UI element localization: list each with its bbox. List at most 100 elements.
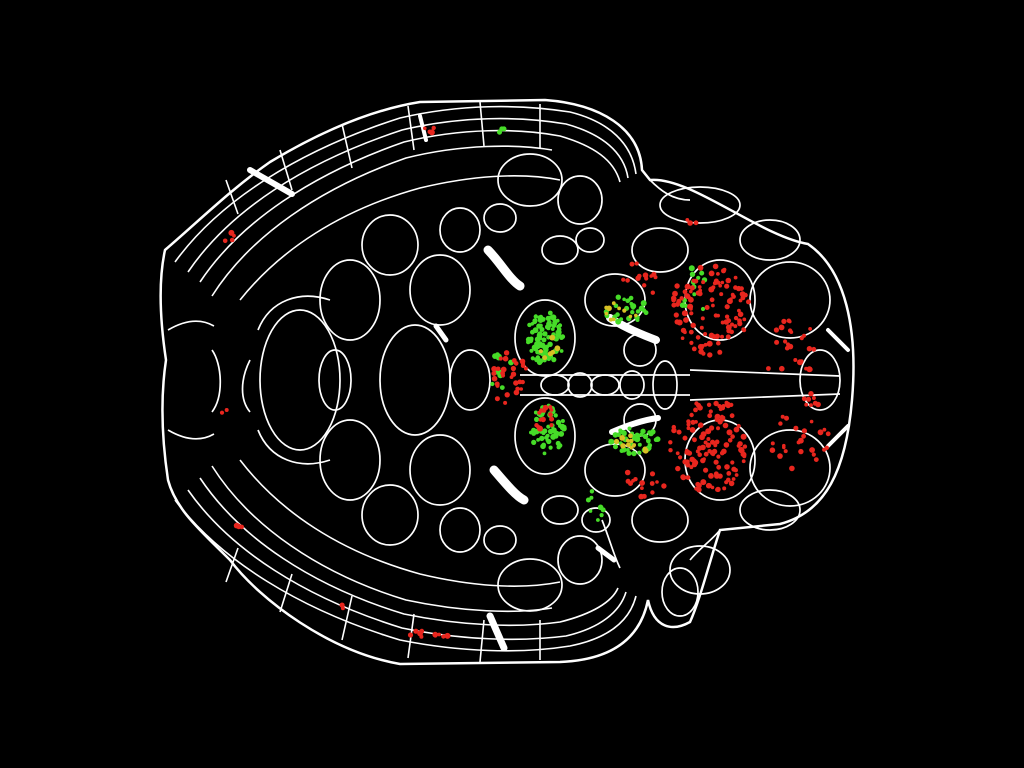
red-cell-dot xyxy=(710,439,716,445)
red-cell-dot xyxy=(786,318,791,323)
green-cell-dot xyxy=(642,433,649,440)
red-cell-dot xyxy=(700,316,705,321)
red-cell-dot xyxy=(779,365,785,372)
green-cell-dot xyxy=(532,327,539,334)
red-cell-dot xyxy=(741,459,746,464)
red-cell-dot xyxy=(710,485,715,490)
red-cell-dot xyxy=(709,297,715,303)
red-cell-dot xyxy=(668,448,673,453)
green-cell-dot xyxy=(555,329,562,336)
red-cell-dot xyxy=(746,299,751,305)
green-cell-dot xyxy=(645,438,651,443)
red-cell-dot xyxy=(686,419,691,424)
red-cell-dot xyxy=(766,366,771,371)
red-cell-dot xyxy=(726,328,732,334)
yellow-cell-dot xyxy=(634,313,638,318)
red-cell-dot xyxy=(737,308,741,313)
green-cell-dot xyxy=(599,513,604,518)
red-cell-dot xyxy=(737,318,742,324)
red-cell-dot xyxy=(675,451,680,456)
red-cell-dot xyxy=(733,275,738,280)
red-cell-dot xyxy=(510,365,516,372)
internal-regions xyxy=(211,153,841,617)
green-cell-dot xyxy=(605,314,609,319)
red-cell-dot xyxy=(705,442,712,448)
yellow-cell-dot xyxy=(606,305,612,312)
red-cell-dot xyxy=(825,431,831,437)
red-cell-dot xyxy=(413,628,419,634)
red-cell-dot xyxy=(689,289,693,294)
red-cell-dot xyxy=(716,454,721,459)
red-cell-dot xyxy=(730,434,735,439)
green-cell-dot xyxy=(541,337,547,343)
red-cell-dot xyxy=(716,272,720,276)
green-cell-dot xyxy=(551,357,557,363)
red-cell-dot xyxy=(695,335,701,340)
red-cell-dot xyxy=(793,358,798,362)
green-cell-dot xyxy=(615,318,622,325)
red-cell-dot xyxy=(491,366,497,372)
red-cell-dot xyxy=(783,339,788,344)
red-cell-dot xyxy=(722,486,727,491)
red-cell-dot xyxy=(642,272,649,279)
red-cell-dot xyxy=(419,628,425,634)
red-cell-dot xyxy=(649,481,655,486)
green-cell-dot xyxy=(534,416,540,422)
red-cell-dot xyxy=(706,340,713,347)
red-cell-dot xyxy=(730,460,735,465)
red-cell-dot xyxy=(714,473,720,479)
green-cell-dot xyxy=(621,430,627,436)
red-cell-dot xyxy=(698,288,703,293)
red-cell-dot xyxy=(699,325,704,330)
red-cell-dot xyxy=(638,493,644,500)
green-cell-dot xyxy=(627,426,632,431)
red-cell-dot xyxy=(682,435,688,441)
red-cell-dot xyxy=(513,380,519,386)
green-cell-dot xyxy=(551,314,557,320)
red-cell-dot xyxy=(693,407,698,413)
red-cell-dot xyxy=(717,349,723,355)
red-cell-dot xyxy=(703,467,709,473)
red-cell-dot xyxy=(714,280,720,285)
green-cell-dot xyxy=(637,450,642,455)
green-cell-dot xyxy=(543,350,548,356)
red-cell-dot xyxy=(668,440,673,445)
red-cell-dot xyxy=(407,632,414,638)
red-cell-dot xyxy=(687,303,694,310)
red-cell-dot xyxy=(724,314,730,319)
red-cell-dot xyxy=(504,392,510,398)
green-cell-dot xyxy=(561,424,567,430)
green-cell-dot xyxy=(631,306,635,310)
green-cell-dot xyxy=(537,336,543,341)
green-cell-dot xyxy=(679,302,686,309)
green-cell-dot xyxy=(630,310,635,315)
red-cell-dot xyxy=(696,482,702,489)
green-cell-dot xyxy=(553,413,558,418)
green-cell-dot xyxy=(492,353,498,359)
green-cell-dot xyxy=(560,419,565,423)
red-cell-dot xyxy=(742,317,747,322)
green-cell-dot xyxy=(531,344,538,351)
red-cell-dot xyxy=(711,303,715,308)
red-cell-dot xyxy=(704,305,710,310)
green-cell-dot xyxy=(529,336,534,341)
green-cell-dot xyxy=(647,443,653,448)
red-cell-dot xyxy=(713,459,719,465)
green-cell-dot xyxy=(536,438,540,442)
red-cell-dot xyxy=(689,412,694,418)
red-cell-dot xyxy=(728,480,735,487)
green-cell-dot xyxy=(556,419,562,425)
red-cell-dot xyxy=(672,290,678,297)
green-cell-dot xyxy=(544,435,549,440)
red-cell-dot xyxy=(798,448,804,455)
green-cell-dot xyxy=(638,305,645,312)
red-cell-dot xyxy=(519,387,523,391)
red-cell-dot xyxy=(707,413,713,419)
red-cell-dot xyxy=(639,480,645,486)
red-cell-dot xyxy=(695,449,700,454)
red-cell-dot xyxy=(802,333,806,338)
red-cell-dot xyxy=(689,311,694,316)
red-cell-dot xyxy=(419,634,424,639)
red-cell-dot xyxy=(684,283,691,290)
